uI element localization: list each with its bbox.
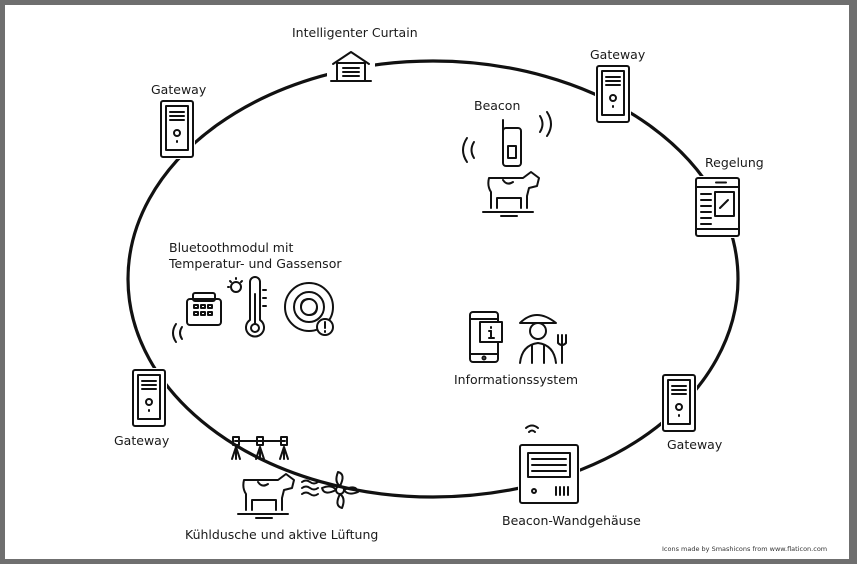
smartphone-icon xyxy=(469,311,503,363)
label-cooling: Kühldusche und aktive Lüftung xyxy=(185,527,379,542)
server-rack-icon xyxy=(694,176,741,238)
label-gateway-bottom-left: Gateway xyxy=(114,433,170,448)
label-gateway-top-right: Gateway xyxy=(590,47,646,62)
cow-icon xyxy=(482,171,540,217)
label-bluetooth-line1: Bluetoothmodul mit xyxy=(169,240,294,255)
fan-icon xyxy=(321,471,359,509)
gateway-icon xyxy=(661,373,697,433)
label-gateway-top-left: Gateway xyxy=(151,82,207,97)
wall-housing-icon xyxy=(518,443,580,505)
wifi-icon xyxy=(525,424,539,433)
gateway-icon xyxy=(159,99,195,159)
label-beacon-housing: Beacon-Wandgehäuse xyxy=(502,513,641,528)
gas-sensor-icon xyxy=(284,282,334,336)
network-ring xyxy=(126,59,740,499)
sprinkler-icon xyxy=(231,436,289,460)
label-regelung: Regelung xyxy=(705,155,764,170)
label-bluetooth-line2: Temperatur- und Gassensor xyxy=(169,256,342,271)
barn-icon xyxy=(327,48,375,82)
thermo-sensor-icon xyxy=(227,276,267,338)
icon-credit: Icons made by Smashicons from www.flatic… xyxy=(662,545,828,553)
label-info-system: Informationssystem xyxy=(454,372,579,387)
label-beacon: Beacon xyxy=(474,98,521,113)
beacon-icon xyxy=(462,111,552,167)
label-curtain: Intelligenter Curtain xyxy=(292,25,418,40)
cow-icon xyxy=(237,473,295,519)
airflow-lines xyxy=(301,479,319,497)
gateway-icon xyxy=(131,368,167,428)
farmer-icon xyxy=(519,314,567,364)
bluetooth-module-icon xyxy=(172,292,222,343)
label-gateway-bottom-right: Gateway xyxy=(667,437,723,452)
gateway-icon xyxy=(595,64,631,124)
